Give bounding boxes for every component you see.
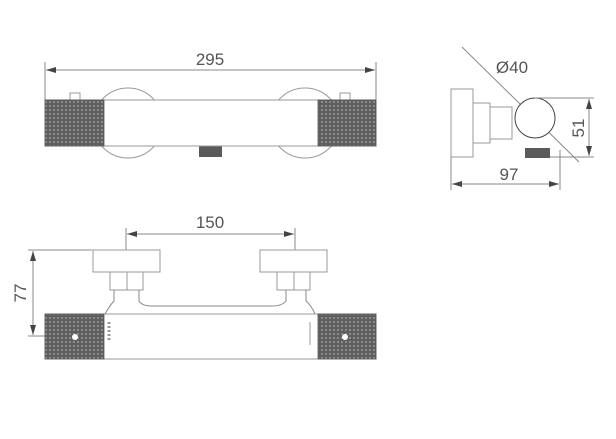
side-view: Ø40 51 97 bbox=[450, 46, 594, 190]
nut bbox=[472, 102, 491, 144]
right-wall-plate bbox=[259, 249, 328, 273]
width-dimension-label: 295 bbox=[196, 50, 224, 69]
body-circle bbox=[514, 97, 556, 139]
height-77-dimension-label: 77 bbox=[11, 284, 30, 303]
right-handle-hole bbox=[342, 334, 348, 340]
side-outlet bbox=[525, 148, 550, 158]
left-handle-hole bbox=[72, 334, 78, 340]
wall-plate bbox=[450, 88, 474, 158]
top-view: 295 bbox=[44, 50, 377, 159]
height-dimension-label: 51 bbox=[569, 119, 588, 138]
diameter-label: Ø40 bbox=[496, 58, 528, 77]
depth-dimension-label: 97 bbox=[500, 165, 519, 184]
right-knurled-handle bbox=[317, 99, 377, 147]
left-wall-plate bbox=[92, 249, 161, 273]
left-knurled-handle bbox=[44, 99, 105, 147]
spacing-dimension-label: 150 bbox=[196, 213, 224, 232]
front-view: 150 77 bbox=[11, 213, 377, 360]
bottom-outlet bbox=[199, 146, 222, 157]
